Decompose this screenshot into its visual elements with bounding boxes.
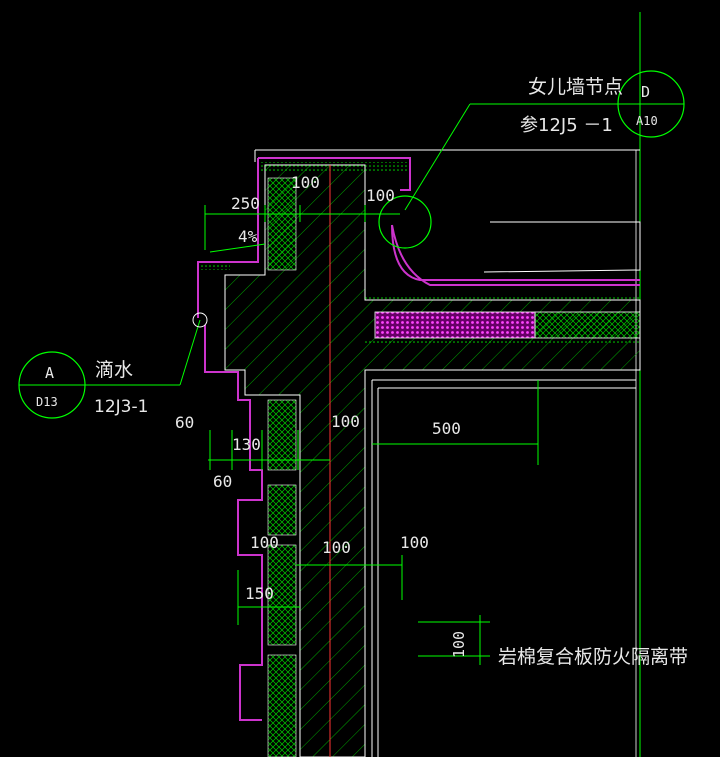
dimension-texts: 100 100 250 4% 60 130 60 100 500 100 100… [175,173,468,658]
dim-slope: 4% [238,227,258,246]
parapet-circle-top: D [641,83,650,101]
dim-100-wall-right: 100 [400,533,429,552]
insulation-outline [197,157,640,721]
drip-circle-bottom: D13 [36,395,58,409]
dim-500: 500 [432,419,461,438]
dim-100-band: 100 [450,631,468,658]
parapet-circle-bottom: A10 [636,114,658,128]
dim-250: 250 [231,194,260,213]
fire-barrier-note: 岩棉复合板防火隔离带 [498,646,688,668]
dim-100-wall-left: 100 [250,533,279,552]
mortar-layers [200,162,640,345]
dim-100-top-right: 100 [366,186,395,205]
drip-callout: A D13 滴水 12J3-1 [18,312,208,419]
dim-130: 130 [232,435,261,454]
drip-ref: 12J3-1 [94,397,148,417]
dim-100-wall-center: 100 [322,538,351,557]
dim-60-lower: 60 [213,472,232,491]
dimension-lines [204,205,539,665]
drip-circle-top: A [45,364,54,382]
parapet-ref: 参12J5 －1 [520,115,613,136]
dim-150: 150 [245,584,274,603]
dim-100-top-left: 100 [291,173,320,192]
outline-lines [254,149,641,757]
parapet-title: 女儿墙节点 [528,76,623,98]
blockwork-column [267,177,297,757]
dim-60-upper: 60 [175,413,194,432]
parapet-callout: D A10 女儿墙节点 参12J5 －1 [378,70,685,249]
dim-100-mid: 100 [331,412,360,431]
drip-title: 滴水 [95,359,133,381]
roof-insulation-slab [374,311,641,339]
